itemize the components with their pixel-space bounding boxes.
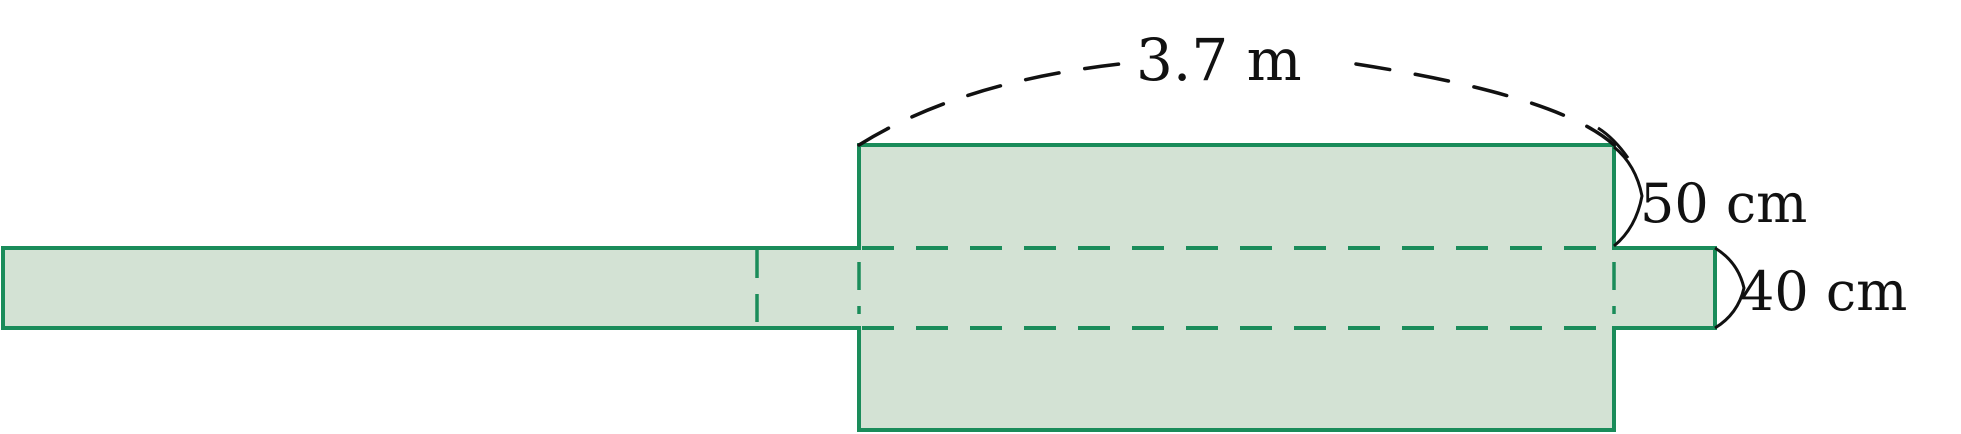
width-label: 3.7 m [1136, 26, 1302, 94]
net-outline [1, 143, 1717, 432]
width-dimension-arc-left [857, 62, 1122, 147]
strip-height-brace [1714, 246, 1746, 330]
main-box-face [859, 145, 1614, 430]
box-height-brace [1613, 145, 1644, 248]
width-arc-end-tick [1597, 126, 1630, 159]
strip-height-label: 40 cm [1740, 260, 1907, 323]
width-dimension-arc-right [1354, 62, 1616, 147]
box-height-label: 50 cm [1640, 172, 1807, 235]
